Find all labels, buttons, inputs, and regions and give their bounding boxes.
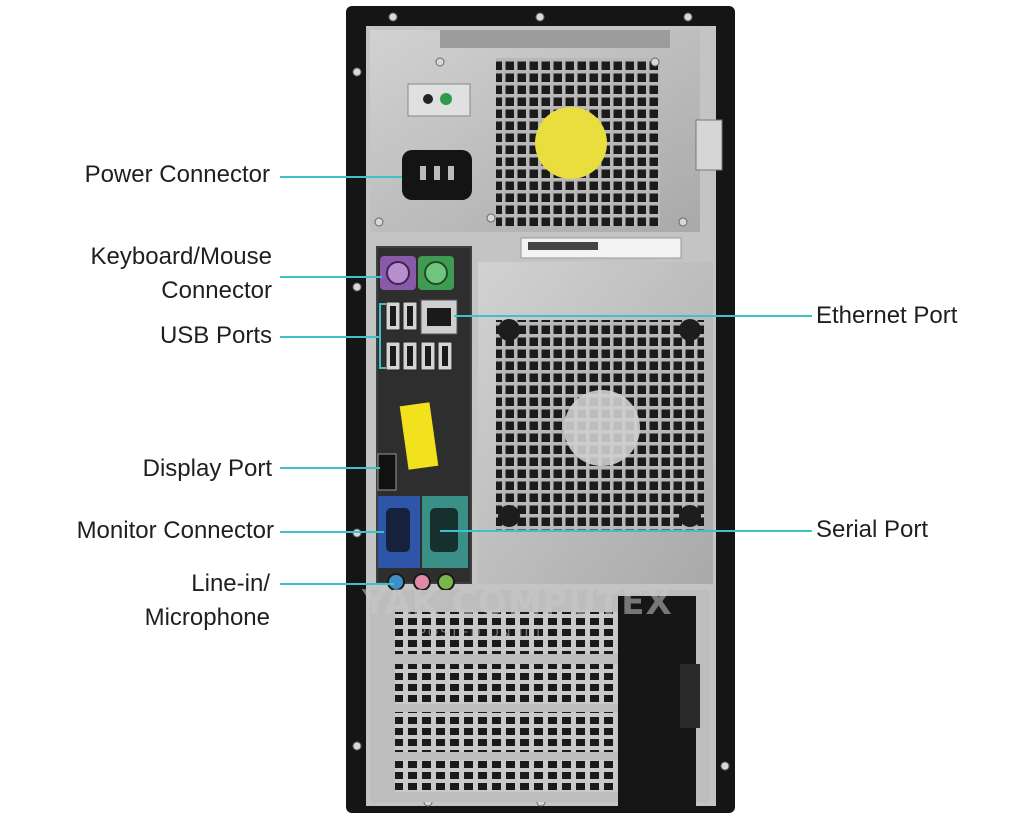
label-serial-port: Serial Port [816,516,929,543]
displayport-connector [377,453,397,491]
slot-cover-1 [395,612,620,654]
callout-lines [280,176,812,585]
label-keyboard-mouse-line2: Connector [161,277,272,304]
psu-indicator-panel [407,83,471,117]
label-line-in-line2: Microphone [144,604,270,631]
psu-test-button-icon [423,94,433,104]
watermark-subtext: POSTED ON JIJI [418,626,543,641]
expansion-slots [370,590,710,806]
slot-cover-2 [395,664,620,704]
psu-fan-label [535,107,607,179]
label-keyboard-mouse-line1: Keyboard/Mouse [90,243,272,270]
usb-ports-bracket [379,303,386,369]
label-monitor-connector: Monitor Connector [76,517,274,544]
fan-hub-label [564,390,640,466]
chassis-lock-bracket [695,119,723,171]
psu-led-icon [440,93,452,105]
io-shield [376,246,472,591]
label-usb-ports: USB Ports [159,322,272,349]
watermark-text: YAK COMPUTEX [362,583,673,623]
rear-fan-area [478,262,713,584]
yellow-sticker [399,402,439,470]
label-line-in-line1: Line-in/ [191,570,270,597]
label-power-connector: Power Connector [84,161,270,188]
slot-cover-4 [395,760,620,792]
label-display-port: Display Port [142,455,272,482]
slot-cover-3 [395,712,620,752]
label-ethernet-port: Ethernet Port [816,302,958,329]
power-supply [370,30,723,232]
